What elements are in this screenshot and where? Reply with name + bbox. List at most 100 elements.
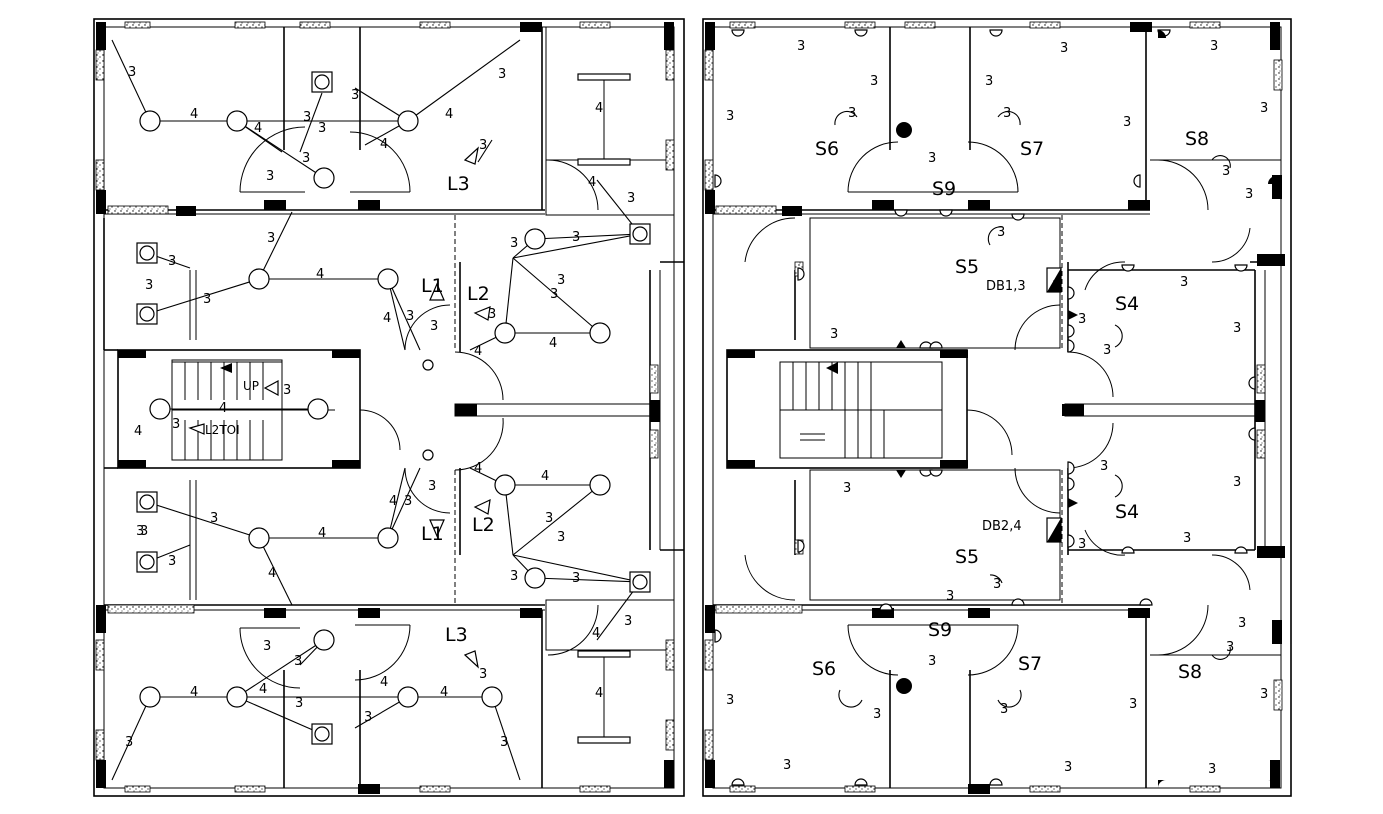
wire-count: 3 xyxy=(430,319,438,334)
stair-arrow-icon xyxy=(826,362,838,374)
exhaust-fan-icon xyxy=(136,71,651,745)
wire-count: 3 xyxy=(267,231,275,246)
wire-count: 3 xyxy=(627,191,635,206)
left-floor-plan: L3 L1 L2 L1 L2 L3 UP L2TOI 4 4 3 4 4 4 3… xyxy=(93,18,685,797)
wire-count: 3 xyxy=(946,589,954,604)
wire-count: 3 xyxy=(479,138,487,153)
wire-count: 3 xyxy=(1183,531,1191,546)
left-hatched-walls xyxy=(95,21,675,793)
wire-count: 4 xyxy=(440,685,448,700)
room-label: L3 xyxy=(447,173,470,195)
wire-count: 3 xyxy=(1208,762,1216,777)
switch-label: S9 xyxy=(932,178,956,200)
wire-count: 3 xyxy=(1245,187,1253,202)
wire-count: 3 xyxy=(550,287,558,302)
wire-count: 3 xyxy=(479,667,487,682)
wire-count: 4 xyxy=(592,626,600,641)
left-extra-wire-counts: 4 3 3 3 3 4 3 3 3 3 3 3 3 4 3 3 3 3 3 3 … xyxy=(134,67,635,750)
wire-count: 3 xyxy=(168,554,176,569)
wire-count: 3 xyxy=(1003,106,1011,121)
wire-count: 4 xyxy=(588,175,596,190)
corner-point-icon xyxy=(1268,780,1276,788)
wire-count: 3 xyxy=(203,292,211,307)
wire-count: 4 xyxy=(318,526,326,541)
wire-count: 3 xyxy=(263,639,271,654)
wire-count: 3 xyxy=(1103,343,1111,358)
wire-count: 3 xyxy=(266,169,274,184)
wire-count: 3 xyxy=(557,530,565,545)
wire-count: 4 xyxy=(445,107,453,122)
wire-count: 3 xyxy=(1260,101,1268,116)
wire-count: 4 xyxy=(389,494,397,509)
wire-count: 4 xyxy=(595,686,603,701)
wire-count: 3 xyxy=(294,654,302,669)
wire-count: 3 xyxy=(283,383,291,398)
stair-label: UP xyxy=(243,379,259,393)
bell-point-icon xyxy=(896,678,912,694)
switch-label: S7 xyxy=(1020,138,1044,160)
wire-count: 3 xyxy=(125,735,133,750)
corner-point-icon xyxy=(1268,176,1276,184)
wire-count: 3 xyxy=(318,121,326,136)
wire-count: 3 xyxy=(830,327,838,342)
wire-count: 3 xyxy=(1078,537,1086,552)
wire-count: 3 xyxy=(1222,164,1230,179)
wire-count: 3 xyxy=(303,110,311,125)
wire-count: 4 xyxy=(474,461,482,476)
wire-count: 4 xyxy=(549,336,557,351)
wire-count: 3 xyxy=(210,511,218,526)
right-hatched-walls xyxy=(704,21,1283,793)
wire-count: 3 xyxy=(172,417,180,432)
right-floor-plan: S6 S7 S8 S9 S5 S4 S4 S5 S6 S7 S8 S9 DB1,… xyxy=(702,18,1292,797)
switch-label: S6 xyxy=(812,658,836,680)
room-label: L3 xyxy=(445,624,468,646)
wire-count: 3 xyxy=(510,569,518,584)
wire-count: 3 xyxy=(1180,275,1188,290)
wire-count: 3 xyxy=(128,65,136,80)
wire-count: 3 xyxy=(873,707,881,722)
wire-count: 3 xyxy=(928,654,936,669)
wire-count: 4 xyxy=(316,267,324,282)
wire-count: 4 xyxy=(254,121,262,136)
wire-count: 4 xyxy=(259,682,267,697)
wire-count: 3 xyxy=(302,151,310,166)
switch-label: S6 xyxy=(815,138,839,160)
wire-count: 3 xyxy=(364,710,372,725)
wire-count: 3 xyxy=(726,693,734,708)
wire-count: 3 xyxy=(848,106,856,121)
switch-label: S7 xyxy=(1018,653,1042,675)
right-wire-counts: 3 3 3 3 3 3 3 3 3 3 3 3 3 3 3 3 3 3 3 3 … xyxy=(726,39,1268,777)
wire-count: 3 xyxy=(136,524,144,539)
stair-arrow-icon xyxy=(220,363,232,373)
wire-count: 3 xyxy=(1233,321,1241,336)
wire-count: 4 xyxy=(219,401,227,416)
wire-count: 3 xyxy=(726,109,734,124)
wire-count: 3 xyxy=(997,225,1005,240)
room-label: L1 xyxy=(421,275,444,297)
arrow-icon xyxy=(188,146,491,669)
wire-count: 3 xyxy=(168,254,176,269)
stair-label: L2TOI xyxy=(205,423,240,437)
wire-count: 3 xyxy=(1078,312,1086,327)
wire-count: 3 xyxy=(510,236,518,251)
wire-count: 3 xyxy=(572,230,580,245)
bell-point-icon xyxy=(896,122,912,138)
switch-label: S8 xyxy=(1178,661,1202,683)
switch-label: S9 xyxy=(928,619,952,641)
wire-count: 4 xyxy=(595,101,603,116)
ceiling-point-icon xyxy=(422,359,434,461)
wire-count: 3 xyxy=(498,67,506,82)
wire-count: 3 xyxy=(1226,640,1234,655)
right-columns xyxy=(705,22,1285,794)
wire-count: 3 xyxy=(993,577,1001,592)
wire-count: 3 xyxy=(624,614,632,629)
tube-light-icon xyxy=(577,73,631,744)
wire-count: 3 xyxy=(797,39,805,54)
wire-count: 3 xyxy=(843,481,851,496)
wire-count: 3 xyxy=(557,273,565,288)
wire-count: 4 xyxy=(190,685,198,700)
corner-point-icon xyxy=(1158,780,1166,788)
wire-count: 4 xyxy=(380,675,388,690)
wire-count: 3 xyxy=(404,494,412,509)
wire-count: 3 xyxy=(1210,39,1218,54)
